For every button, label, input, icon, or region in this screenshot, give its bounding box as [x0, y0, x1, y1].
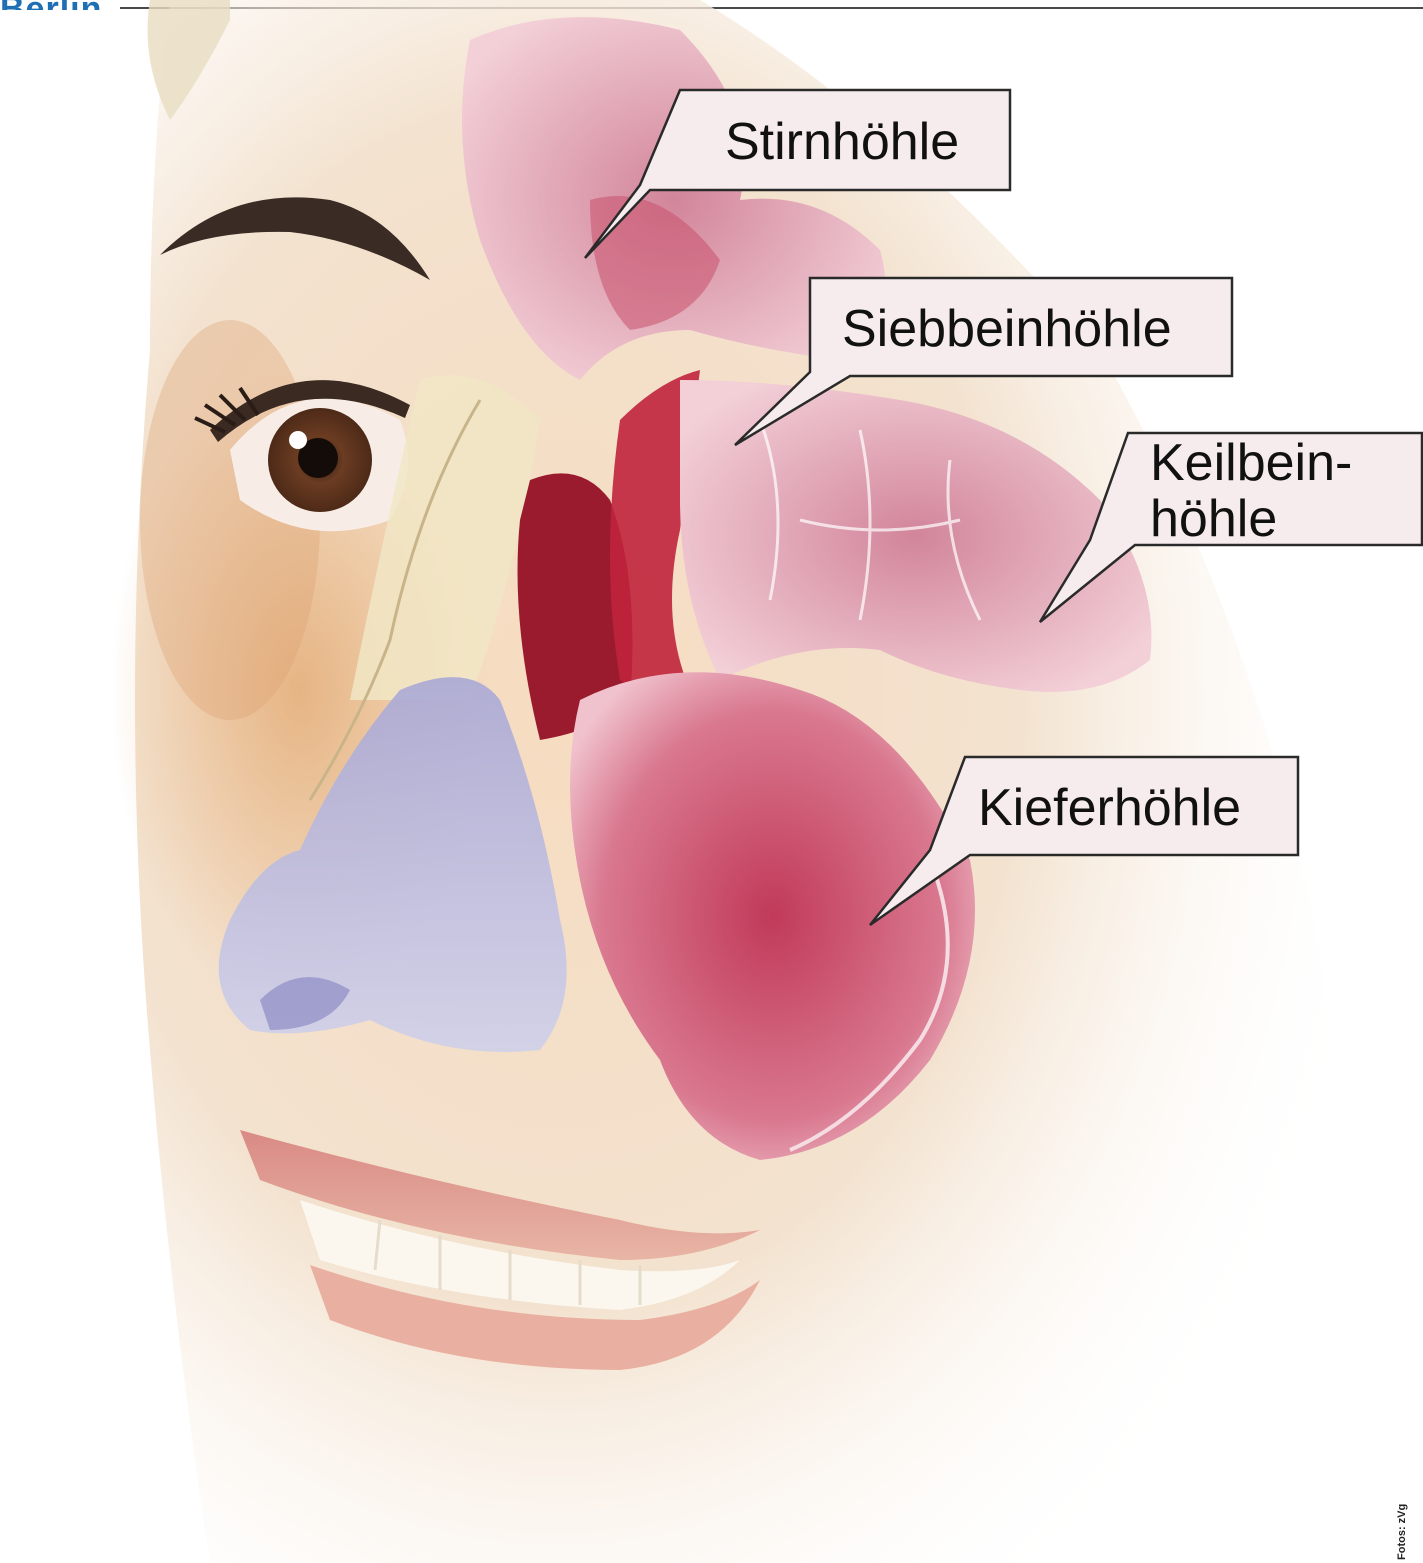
photo-credit: Fotos: zVg — [1396, 1504, 1408, 1560]
eye-highlight — [289, 431, 307, 449]
label-keilbeinhoehle: Keilbein- höhle — [1150, 435, 1352, 547]
label-stirnhoehle: Stirnhöhle — [725, 114, 959, 170]
label-siebbeinhoehle: Siebbeinhöhle — [842, 301, 1172, 357]
label-kieferhoehle: Kieferhöhle — [978, 780, 1241, 836]
